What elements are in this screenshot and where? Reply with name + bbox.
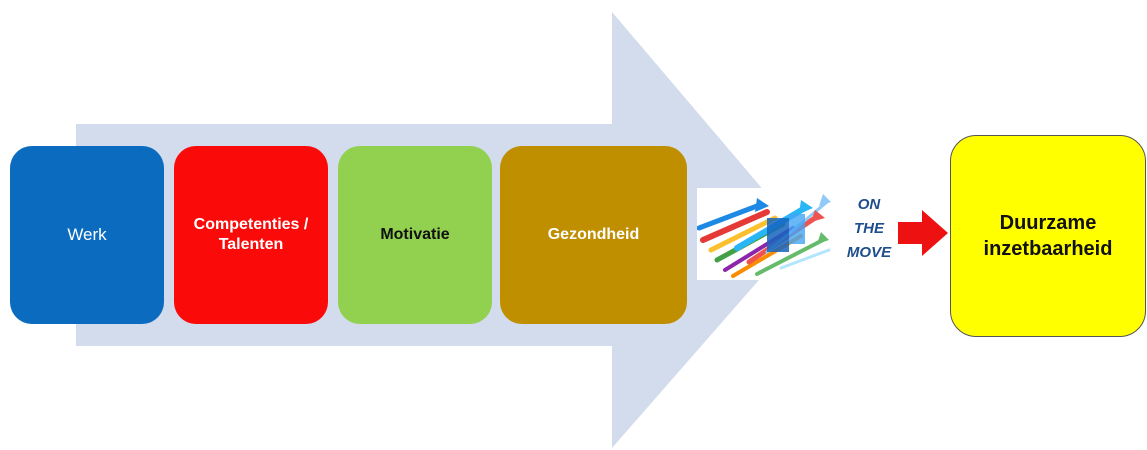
on-the-move-text: ON THE MOVE [830, 193, 908, 265]
step-werk-label: Werk [67, 225, 107, 244]
motion-arrows-image [697, 188, 832, 280]
step-werk: Werk [10, 146, 164, 324]
red-arrow-icon [898, 210, 948, 256]
step-competenties: Competenties / Talenten [174, 146, 328, 324]
outcome-label: Duurzame inzetbaarheid [983, 212, 1113, 260]
step-motivatie: Motivatie [338, 146, 492, 324]
outcome-duurzame-inzetbaarheid: Duurzame inzetbaarheid [950, 135, 1146, 337]
step-gezondheid-label: Gezondheid [547, 226, 640, 243]
on-the-move-line-2: THE [854, 220, 884, 237]
step-gezondheid: Gezondheid [500, 146, 687, 324]
on-the-move-line-1: ON [857, 196, 881, 213]
on-the-move-line-3: MOVE [846, 244, 892, 261]
step-motivatie-label: Motivatie [380, 226, 450, 243]
step-competenties-label: Competenties / Talenten [193, 216, 309, 253]
